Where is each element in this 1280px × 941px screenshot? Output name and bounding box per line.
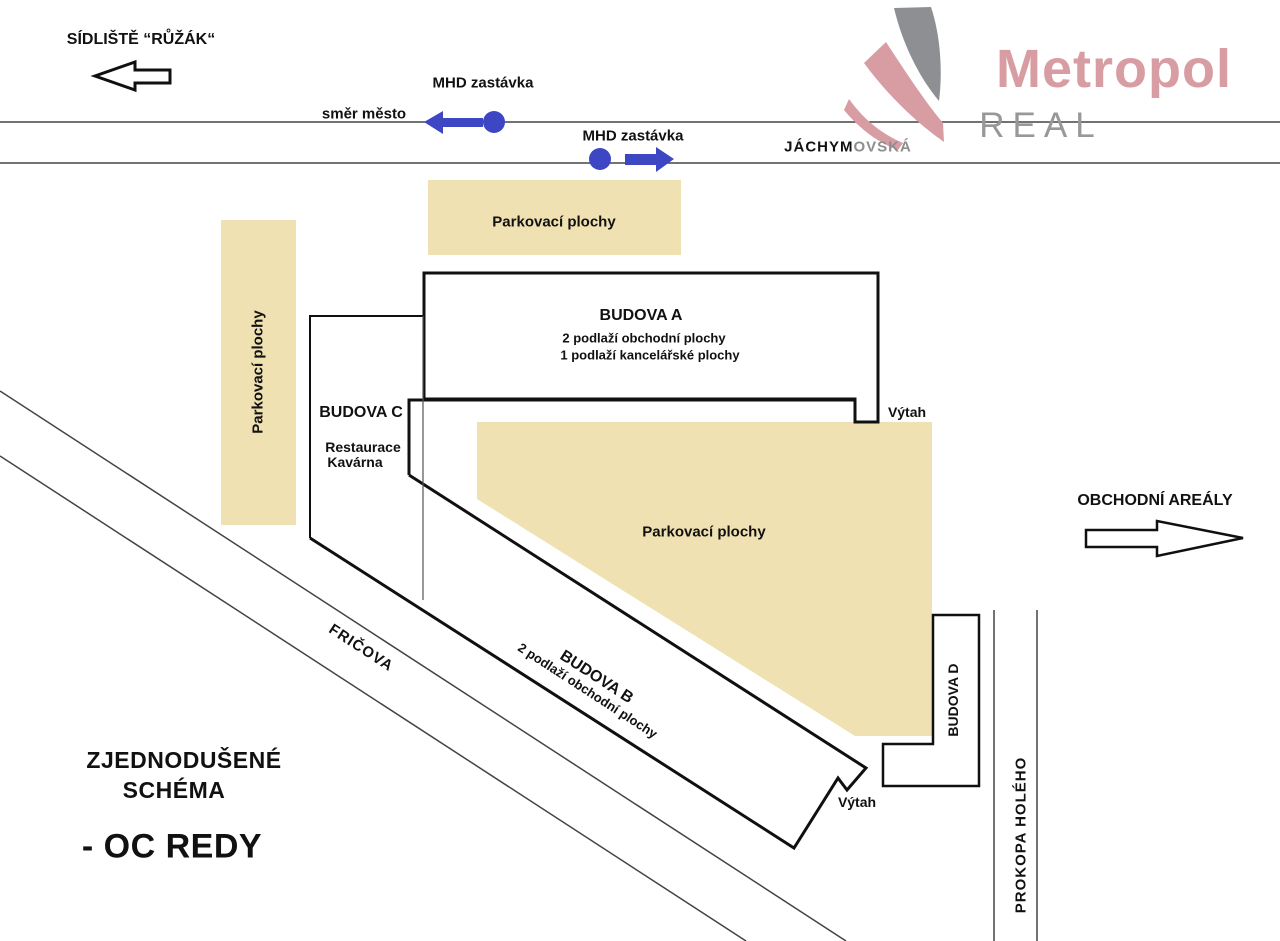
logo-brand-text: Metropol	[996, 39, 1232, 99]
parking-area-left	[221, 220, 296, 525]
building-b-strip-outline	[309, 473, 869, 851]
elevator-b-label: Výtah	[837, 793, 877, 810]
arrow-to-obchodni-arealy-icon	[1084, 519, 1244, 558]
building-a-detail-1: 2 podlaží obchodní plochy	[562, 330, 726, 346]
schematic-title-line1: ZJEDNODUŠENÉ	[86, 746, 282, 773]
building-d-title: BUDOVA D	[944, 663, 961, 737]
street-fricova-line-south	[0, 455, 747, 941]
bus-direction-arrow-west-icon	[424, 111, 483, 134]
building-a-title: BUDOVA A	[599, 306, 683, 324]
parking-area-top	[428, 180, 681, 255]
building-b-parcel-edge	[407, 398, 856, 475]
schematic-title-line2: SCHÉMA	[122, 776, 226, 803]
smer-mesto-label: směr město	[321, 105, 407, 123]
parking-central-label: Parkovací plochy	[642, 523, 766, 541]
parking-top-label: Parkovací plochy	[492, 213, 616, 231]
building-d-outline	[881, 613, 981, 788]
logo-suffix-text: REAL	[979, 106, 1103, 145]
elevator-a-label: Výtah	[887, 403, 927, 420]
bus-direction-arrow-east-icon	[625, 147, 674, 172]
logo-mark-pink-blade-large-icon	[864, 42, 944, 142]
arrow-to-sidliste-icon	[90, 59, 172, 93]
street-fricova-line-north	[0, 390, 847, 941]
schematic-title-line3: - OC REDY	[81, 827, 263, 866]
building-c-detail-1: Restaurace	[325, 438, 401, 455]
street-jachymovska-label: JÁCHYMOVSKÁ	[784, 138, 912, 155]
building-c-title: BUDOVA C	[319, 403, 403, 421]
building-c-outline	[309, 315, 424, 538]
building-a-detail-2: 1 podlaží kancelářské plochy	[560, 347, 740, 363]
building-c-detail-2: Kavárna	[327, 453, 383, 470]
bus-stop-dot-west	[483, 111, 505, 133]
street-jachymovska-label-bold: JÁCHYM	[784, 138, 854, 156]
obchodni-arealy-label: OBCHODNÍ AREÁLY	[1077, 491, 1233, 509]
bus-stop-dot-east	[589, 148, 611, 170]
mhd-stop-west-label: MHD zastávka	[432, 74, 534, 92]
logo-mark-gray-blade-icon	[894, 7, 941, 101]
street-jachymovska-label-gray: OVSKÁ	[853, 138, 912, 156]
street-prokopa-label: PROKOPA HOLÉHO	[1012, 756, 1030, 914]
mhd-stop-east-label: MHD zastávka	[582, 127, 684, 145]
sidliste-ruzak-label: SÍDLIŠTĚ “RŮŽÁK“	[66, 30, 216, 48]
logo-mark-pink-blade-small-icon	[844, 99, 903, 150]
parking-left-label: Parkovací plochy	[249, 310, 267, 434]
parking-area-central	[477, 422, 932, 736]
